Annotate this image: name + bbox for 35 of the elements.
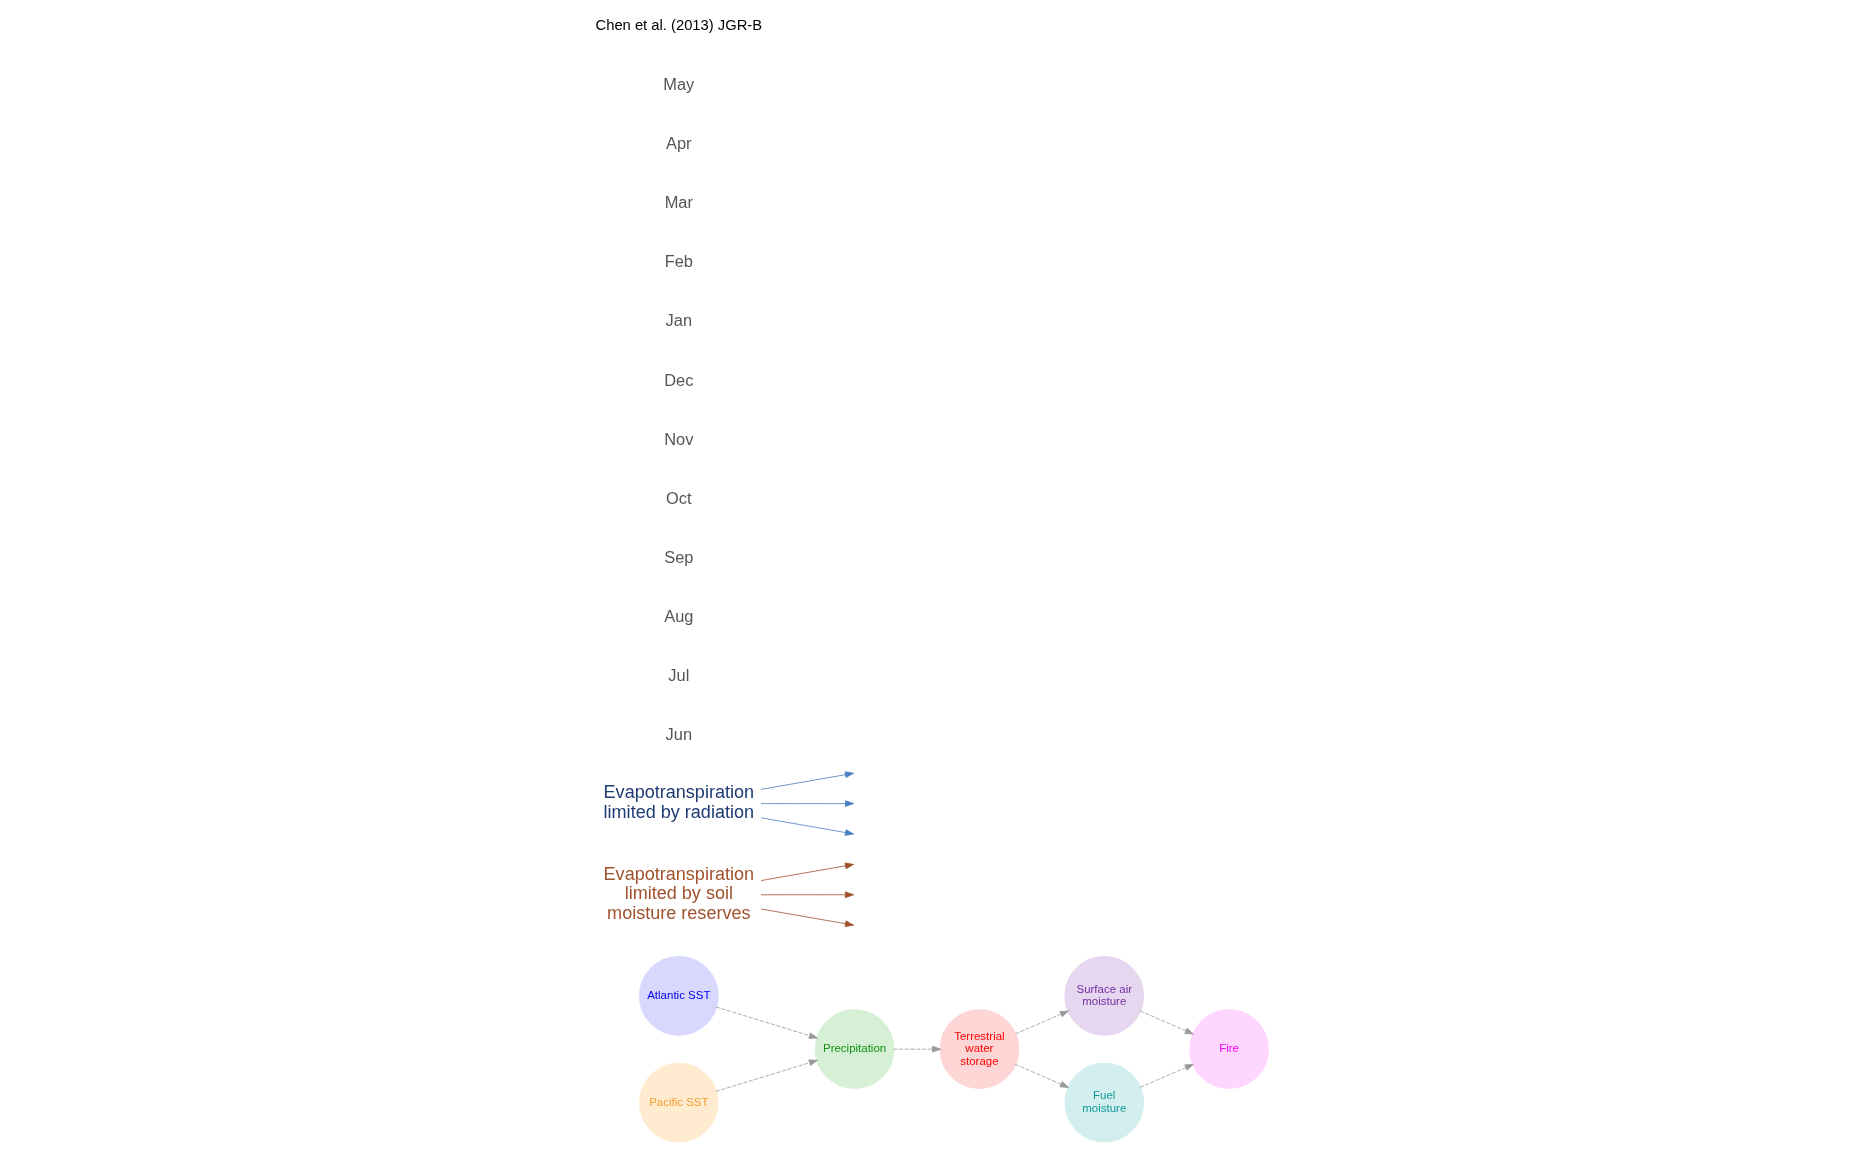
- node-circle: Fuel moisture: [1063, 1062, 1144, 1143]
- label: Feb: [664, 252, 693, 271]
- label: Dec: [663, 370, 693, 389]
- arrow: [1014, 1010, 1069, 1035]
- arrow: [1139, 1063, 1194, 1088]
- arrow: [892, 1045, 941, 1053]
- arrow: [760, 800, 854, 807]
- node-circle: Precipitation: [814, 1009, 894, 1089]
- arrow: [760, 817, 854, 836]
- arrow: [760, 862, 854, 881]
- node-text: Evapotranspiration limited by soil moisture reserves: [603, 863, 754, 924]
- arrow: [715, 1006, 818, 1039]
- label: Aug: [663, 607, 693, 626]
- label: Oct: [665, 488, 692, 507]
- label: Jun: [665, 725, 692, 744]
- node-circle: Atlantic SST: [638, 955, 719, 1036]
- node-circle: Surface air moisture: [1063, 955, 1144, 1036]
- label: Chen et al. (2013) JGR-B: [595, 17, 762, 34]
- arrow: [760, 891, 854, 899]
- label: Apr: [665, 133, 692, 152]
- node-circle: Pacific SST: [638, 1062, 719, 1143]
- node-circle: Fire: [1188, 1009, 1269, 1089]
- label: Mar: [664, 193, 693, 212]
- label: Nov: [663, 429, 693, 448]
- label: Jul: [667, 666, 689, 685]
- node-text: Evapotranspiration limited by radiation: [603, 782, 754, 823]
- label: May: [662, 74, 694, 93]
- arrow: [760, 908, 854, 927]
- arrow: [1139, 1010, 1194, 1035]
- arrow: [715, 1059, 818, 1092]
- arrow: [760, 771, 854, 790]
- arrow: [1014, 1063, 1069, 1088]
- label: Sep: [663, 547, 693, 566]
- label: Jan: [665, 311, 692, 330]
- node-circle: Terrestrial water storage: [939, 1009, 1019, 1089]
